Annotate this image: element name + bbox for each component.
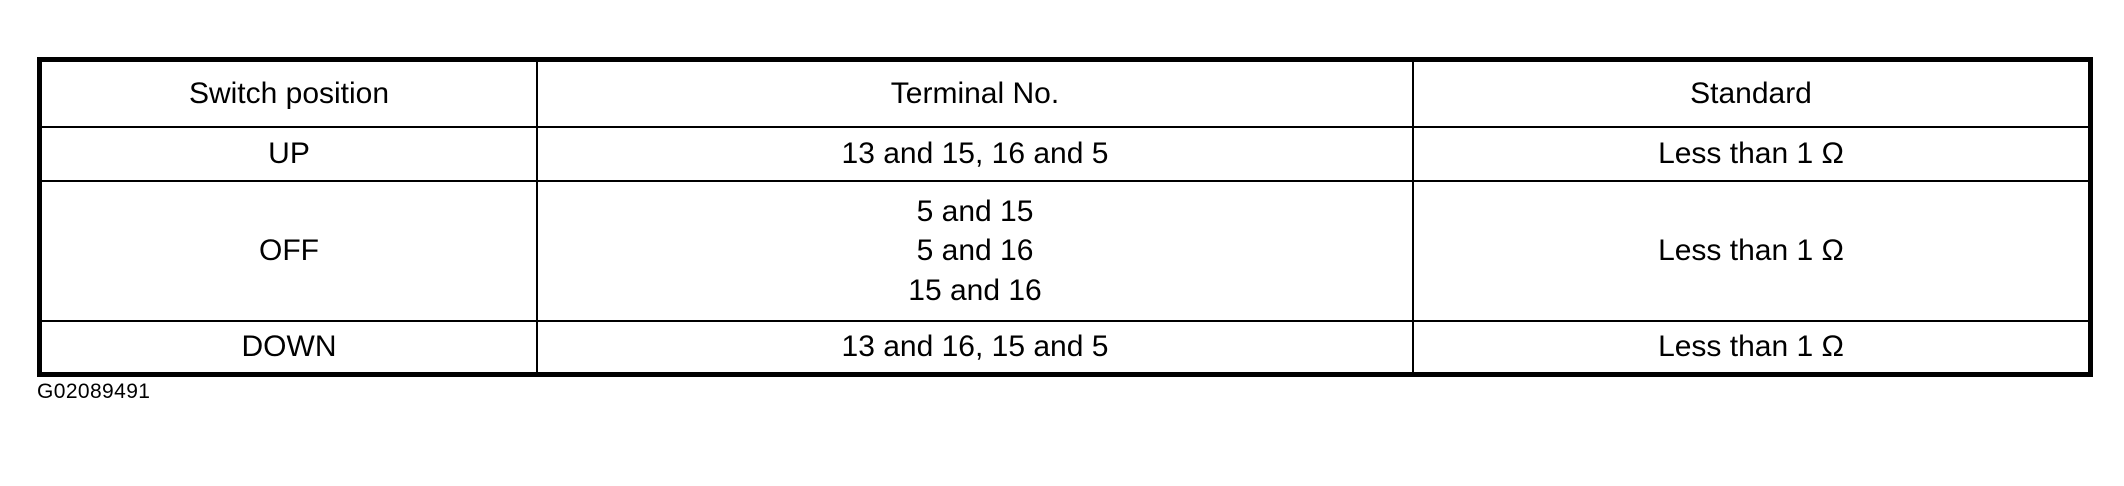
- cell-terminal-no-down: 13 and 16, 15 and 5: [536, 320, 1414, 377]
- table-header-row: Switch position Terminal No. Standard: [37, 57, 2093, 128]
- terminal-pair-list: 5 and 15 5 and 16 15 and 16: [538, 192, 1412, 311]
- cell-terminal-no-off: 5 and 15 5 and 16 15 and 16: [536, 180, 1414, 322]
- column-header-switch-position: Switch position: [37, 57, 538, 128]
- column-header-terminal-no: Terminal No.: [536, 57, 1414, 128]
- figure-code-label: G02089491: [37, 380, 151, 403]
- cell-terminal-no-up: 13 and 15, 16 and 5: [536, 126, 1414, 182]
- cell-switch-position-down: DOWN: [37, 320, 538, 377]
- cell-standard-down: Less than 1 Ω: [1412, 320, 2093, 377]
- column-header-standard: Standard: [1412, 57, 2093, 128]
- cell-standard-off: Less than 1 Ω: [1412, 180, 2093, 322]
- cell-switch-position-off: OFF: [37, 180, 538, 322]
- list-item: 15 and 16: [908, 273, 1042, 307]
- list-item: 5 and 15: [916, 194, 1034, 228]
- cell-standard-up: Less than 1 Ω: [1412, 126, 2093, 182]
- cell-switch-position-up: UP: [37, 126, 538, 182]
- table-row: UP 13 and 15, 16 and 5 Less than 1 Ω: [37, 126, 2093, 182]
- switch-continuity-table: Switch position Terminal No. Standard UP…: [37, 57, 2093, 377]
- table-row: DOWN 13 and 16, 15 and 5 Less than 1 Ω: [37, 320, 2093, 377]
- list-item: 5 and 16: [916, 234, 1034, 268]
- table-row: OFF 5 and 15 5 and 16 15 and 16 Less tha…: [37, 180, 2093, 322]
